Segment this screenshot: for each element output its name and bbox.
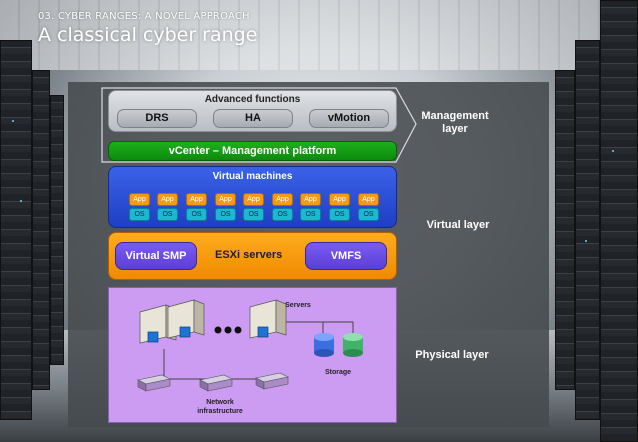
ellipsis-dot bbox=[214, 326, 222, 334]
physical-layer-label: Physical layer bbox=[415, 349, 489, 361]
app-tile: App bbox=[215, 193, 236, 206]
esxi-servers-box: Virtual SMP ESXi servers VMFS bbox=[108, 232, 397, 280]
esxi-servers-label: ESXi servers bbox=[215, 249, 283, 261]
server-icon bbox=[249, 299, 287, 339]
network-switch-icon bbox=[255, 372, 289, 390]
server-rack-right bbox=[555, 70, 575, 390]
network-switch-icon bbox=[137, 374, 171, 392]
ellipsis-dot bbox=[224, 326, 232, 334]
network-switch-icon bbox=[199, 374, 233, 392]
status-led bbox=[612, 150, 614, 152]
server-rack-left bbox=[32, 70, 50, 390]
app-tile: App bbox=[300, 193, 321, 206]
storage-cylinder-green bbox=[343, 333, 363, 357]
os-tile: OS bbox=[358, 208, 379, 221]
os-tile: OS bbox=[129, 208, 150, 221]
server-rack-left bbox=[0, 40, 32, 420]
storage-cylinder-blue bbox=[314, 333, 334, 357]
app-tile: App bbox=[186, 193, 207, 206]
advanced-functions-title: Advanced functions bbox=[204, 94, 301, 105]
drs-pill: DRS bbox=[117, 109, 197, 128]
management-layer-arrow bbox=[101, 87, 417, 163]
server-icon bbox=[167, 299, 205, 339]
server-rack-left bbox=[50, 95, 64, 365]
ellipsis-dot bbox=[234, 326, 242, 334]
virtual-layer-label: Virtual layer bbox=[426, 219, 490, 231]
vmotion-pill: vMotion bbox=[309, 109, 389, 128]
storage-label: Storage bbox=[324, 369, 352, 376]
server-rack-right bbox=[575, 40, 600, 420]
os-tile: OS bbox=[329, 208, 350, 221]
status-led bbox=[20, 200, 22, 202]
app-tile: App bbox=[272, 193, 293, 206]
management-layer-label: Management layer bbox=[421, 110, 489, 135]
ha-pill: HA bbox=[213, 109, 293, 128]
servers-label: Servers bbox=[285, 302, 311, 309]
virtual-smp-pill: Virtual SMP bbox=[115, 242, 197, 270]
server-rack-right bbox=[600, 0, 638, 442]
os-tile: OS bbox=[243, 208, 264, 221]
os-tile: OS bbox=[157, 208, 178, 221]
network-infrastructure-label: Network infrastructure bbox=[197, 399, 243, 415]
status-led bbox=[585, 240, 587, 242]
ceiling-lights bbox=[0, 0, 638, 70]
app-tile: App bbox=[243, 193, 264, 206]
page-title: A classical cyber range bbox=[38, 24, 258, 46]
app-tile: App bbox=[157, 193, 178, 206]
virtual-machines-title: Virtual machines bbox=[212, 171, 293, 182]
os-tile: OS bbox=[272, 208, 293, 221]
os-tile: OS bbox=[300, 208, 321, 221]
vmfs-pill: VMFS bbox=[305, 242, 387, 270]
section-subtitle: 03. CYBER RANGES: A NOVEL APPROACH bbox=[38, 11, 250, 22]
os-tile: OS bbox=[215, 208, 236, 221]
app-tile: App bbox=[129, 193, 150, 206]
status-led bbox=[12, 120, 14, 122]
os-tile: OS bbox=[186, 208, 207, 221]
app-tile: App bbox=[358, 193, 379, 206]
physical-infrastructure-diagram bbox=[137, 299, 363, 392]
vcenter-bar: vCenter – Management platform bbox=[108, 141, 397, 161]
advanced-functions-box: Advanced functions DRS HA vMotion bbox=[108, 90, 397, 132]
app-tile: App bbox=[329, 193, 350, 206]
